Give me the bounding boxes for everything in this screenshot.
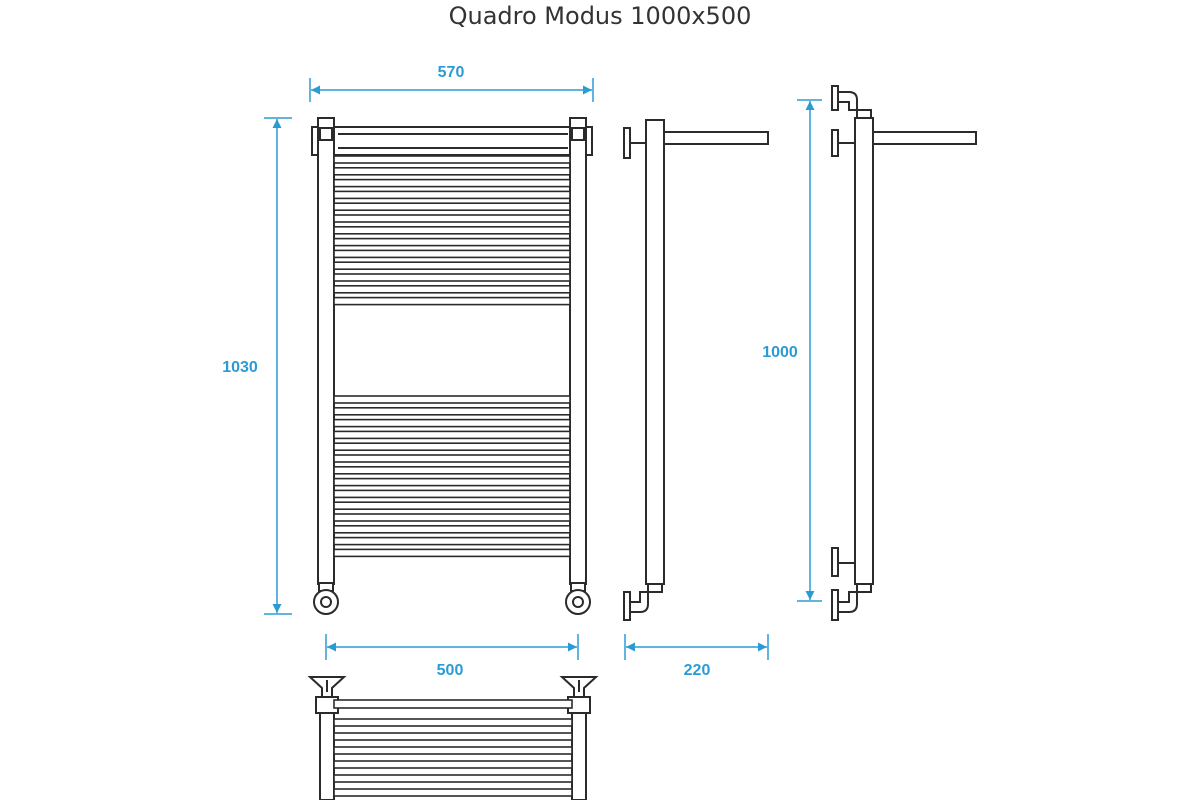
right-side-top-flange [831,85,839,111]
crossbar [333,178,571,188]
crossbar [333,273,571,282]
crossbar [333,418,571,428]
top-view [307,676,599,800]
crossbar [333,167,571,176]
side-bottom-nut [647,583,663,593]
crossbar [333,548,571,558]
top-view-left-post [319,711,335,800]
right-side-lower-flange [831,547,839,577]
crossbar [333,395,571,404]
crossbar [333,214,571,223]
dimension-lines [264,78,822,660]
crossbar [333,746,573,755]
crossbar [333,477,571,487]
crossbar [333,237,571,247]
right-bottom-valve-core [572,596,584,608]
right-side-bottom-flange [831,589,839,621]
crossbar [333,454,571,463]
crossbar [333,788,573,797]
right-side-bottom-nut [856,583,872,593]
top-view-right-post [571,711,587,800]
crossbar [333,430,571,440]
crossbar [333,718,573,727]
crossbar [333,296,571,306]
crossbar [333,524,571,534]
crossbar [333,774,573,783]
crossbar [333,406,571,416]
crossbar [333,760,573,769]
crossbar [333,536,571,546]
crossbar [333,501,571,511]
crossbar [333,284,571,294]
right-post-cap [571,127,585,141]
right-side-top-nut [856,109,872,119]
crossbar [333,226,571,235]
left-bottom-valve-core [320,596,332,608]
crossbar [333,465,571,475]
right-vertical-post [569,117,587,585]
right-side-post [854,117,874,585]
drawing-title: Quadro Modus 1000x500 [448,2,752,30]
top-view-crossbars [333,699,573,797]
dim-label-500: 500 [437,662,464,679]
crossbar [333,202,571,211]
side-top-shelf [663,131,769,145]
right-side-mount-flange [831,129,839,157]
dim-label-220: 220 [684,662,711,679]
top-rail-bracket [311,126,593,156]
right-side-top-elbow [837,91,858,111]
left-vertical-post [317,117,335,585]
side-view [623,119,769,621]
side-vertical-post [645,119,665,585]
crossbar [333,513,571,522]
crossbar [333,249,571,259]
front-crossbars [333,155,571,558]
right-side-top-shelf [872,131,977,145]
crossbar [333,155,571,164]
side-wall-flange [623,127,631,159]
left-post-cap [319,127,333,141]
side-bottom-elbow [629,591,649,613]
dim-label-1030: 1030 [222,359,258,376]
side-bottom-flange [623,591,631,621]
right-side-bottom-elbow [837,591,858,613]
crossbar [333,489,571,499]
side-view-right [831,85,977,621]
front-view [311,117,593,615]
crossbar [333,732,573,741]
crossbar [333,442,571,452]
crossbar [333,261,571,271]
crossbar [333,190,571,200]
dim-label-1000: 1000 [762,344,798,361]
crossbar [333,699,573,709]
dim-label-570: 570 [438,64,465,81]
